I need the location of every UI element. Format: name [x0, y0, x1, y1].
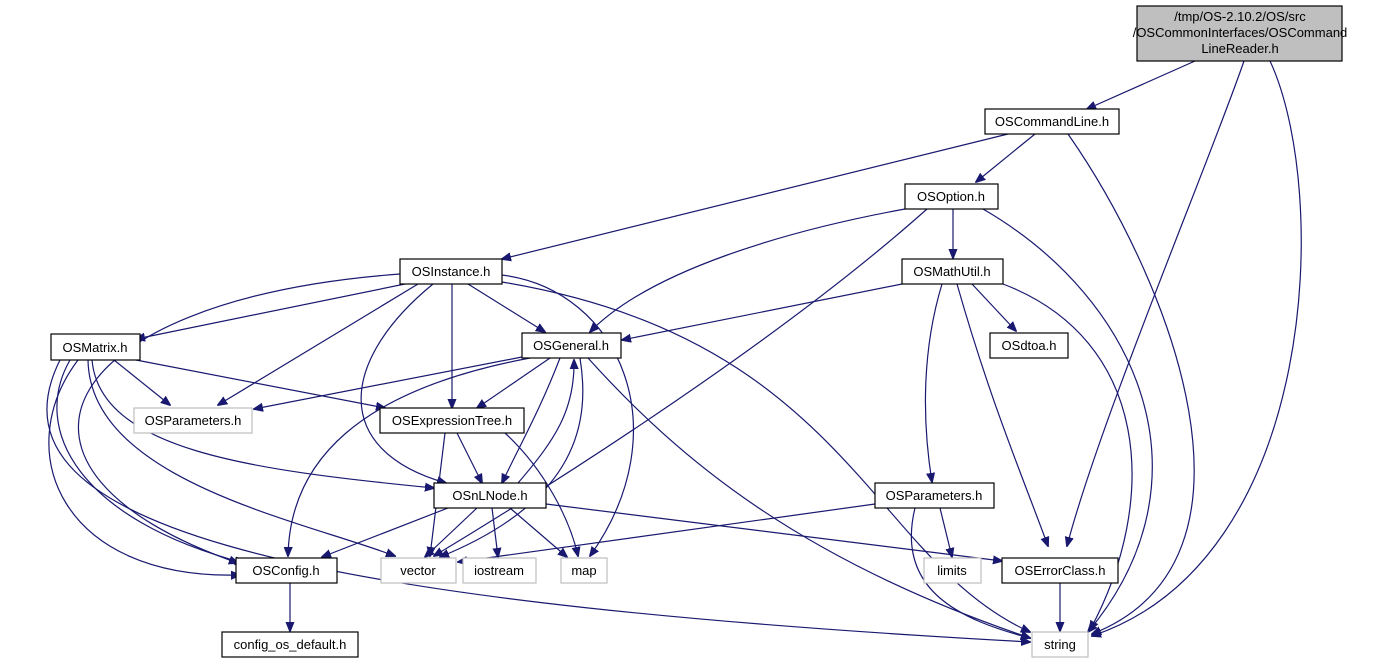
- edge-osnlnode-oserrorclass: [545, 503, 1002, 561]
- edge-osgeneral-osexpressiontree: [477, 357, 551, 408]
- nodes: /tmp/OS-2.10.2/OS/src /OSCommonInterface…: [50, 5, 1348, 658]
- node-string-label: string: [1044, 637, 1076, 652]
- node-map-label: map: [571, 563, 596, 578]
- edge-osoption-vector: [434, 208, 928, 556]
- edge-osmatrix-osexpressiontree: [135, 359, 385, 408]
- node-oserrorclass-label: OSErrorClass.h: [1014, 563, 1105, 578]
- edge-osexpressiontree-map: [504, 432, 578, 556]
- edge-osparameters-vector: [458, 503, 876, 562]
- node-vector[interactable]: vector: [380, 557, 457, 584]
- edge-osinstance-osgeneral: [467, 283, 545, 332]
- edge-osmatrix-vector: [87, 359, 395, 556]
- edge-osmatrix-osnlnode: [91, 359, 434, 488]
- edge-osmathutil-osgeneral: [622, 283, 903, 340]
- node-osconfig-label: OSConfig.h: [252, 563, 319, 578]
- edge-osexpressiontree-osnlnode: [456, 432, 482, 483]
- node-osgeneral[interactable]: OSGeneral.h: [521, 332, 622, 359]
- node-osparameters-label: OSParameters.h: [886, 488, 983, 503]
- edge-osnlnode-osconfig: [322, 507, 449, 557]
- node-osinstance[interactable]: OSInstance.h: [399, 258, 503, 285]
- edge-root-string: [1092, 60, 1302, 636]
- node-osdtoa-label: OSdtoa.h: [1002, 338, 1057, 353]
- edge-osparameters-limits: [939, 507, 952, 557]
- node-osnlnode-label: OSnLNode.h: [452, 488, 527, 503]
- edge-oscommandline-osoption: [976, 133, 1036, 182]
- node-osmatrix-label: OSMatrix.h: [62, 340, 127, 355]
- node-osdtoa[interactable]: OSdtoa.h: [989, 332, 1069, 359]
- edges: [46, 60, 1302, 642]
- edge-osinstance-osnlnode: [360, 283, 446, 483]
- edge-osgeneral-string: [587, 357, 1030, 638]
- edge-osmathutil-osdtoa: [971, 283, 1016, 331]
- node-iostream[interactable]: iostream: [462, 557, 537, 584]
- node-map[interactable]: map: [560, 557, 608, 584]
- node-osparameters-sys[interactable]: OSParameters.h: [133, 407, 253, 434]
- node-config-os-default[interactable]: config_os_default.h: [221, 631, 359, 658]
- node-iostream-label: iostream: [474, 563, 524, 578]
- edge-osgeneral-vector: [440, 357, 584, 557]
- edge-osgeneral-osconfig: [288, 357, 531, 556]
- node-root-line-3: LineReader.h: [1201, 41, 1278, 56]
- edge-osmatrix-string: [46, 359, 1030, 642]
- edge-root-oserrorclass: [1067, 60, 1245, 546]
- edge-oscommandline-osinstance: [502, 133, 1009, 259]
- edge-osinstance-osconfig: [77, 273, 401, 563]
- edge-osoption-osgeneral: [590, 208, 906, 332]
- node-osparameters[interactable]: OSParameters.h: [874, 482, 995, 509]
- node-limits[interactable]: limits: [923, 557, 982, 584]
- edge-root-oscommandline: [1087, 60, 1196, 109]
- edge-osoption-string: [982, 208, 1153, 632]
- node-root[interactable]: /tmp/OS-2.10.2/OS/src /OSCommonInterface…: [1133, 5, 1348, 62]
- node-oscommandline[interactable]: OSCommandLine.h: [984, 108, 1120, 135]
- edge-osmathutil-osparameters: [924, 283, 943, 482]
- node-root-line-2: /OSCommonInterfaces/OSCommand: [1133, 25, 1348, 40]
- edge-osgeneral-osparameters-sys: [254, 356, 523, 409]
- edge-osinstance-osparameters-sys: [218, 283, 419, 405]
- node-osconfig[interactable]: OSConfig.h: [235, 557, 338, 584]
- node-osinstance-label: OSInstance.h: [412, 264, 491, 279]
- node-osmatrix[interactable]: OSMatrix.h: [50, 333, 141, 361]
- node-osoption-label: OSOption.h: [917, 189, 985, 204]
- node-osexpressiontree-label: OSExpressionTree.h: [392, 413, 512, 428]
- edge-osmathutil-oserrorclass: [956, 283, 1048, 546]
- node-root-line-1: /tmp/OS-2.10.2/OS/src: [1174, 9, 1306, 24]
- node-osparameters-sys-label: OSParameters.h: [145, 413, 242, 428]
- node-oserrorclass[interactable]: OSErrorClass.h: [1001, 557, 1119, 584]
- edge-oscommandline-string: [1067, 133, 1195, 634]
- node-limits-label: limits: [937, 563, 967, 578]
- edge-osmatrix-osconfig: [56, 359, 244, 563]
- node-osoption[interactable]: OSOption.h: [904, 183, 999, 210]
- edge-osnlnode-iostream: [491, 507, 498, 557]
- edge-osgeneral-osnlnode: [502, 357, 561, 483]
- edge-osmatrix-osconfig-2: [48, 359, 240, 575]
- edge-osmatrix-osparameters-sys: [113, 359, 170, 405]
- node-string[interactable]: string: [1031, 631, 1089, 658]
- node-osmathutil-label: OSMathUtil.h: [913, 264, 990, 279]
- node-osexpressiontree[interactable]: OSExpressionTree.h: [379, 407, 525, 434]
- edge-osnlnode-map: [509, 507, 567, 557]
- node-osnlnode[interactable]: OSnLNode.h: [433, 482, 547, 509]
- node-vector-label: vector: [400, 563, 436, 578]
- edge-osinstance-string: [501, 281, 1030, 632]
- edge-osinstance-osmatrix: [136, 283, 406, 339]
- edge-osinstance-map: [501, 274, 635, 556]
- node-osgeneral-label: OSGeneral.h: [533, 338, 609, 353]
- node-config-os-default-label: config_os_default.h: [234, 637, 347, 652]
- edge-osnlnode-vector: [425, 507, 478, 557]
- edge-osnlnode-osgeneral: [517, 360, 574, 484]
- node-osmathutil[interactable]: OSMathUtil.h: [901, 258, 1004, 285]
- node-oscommandline-label: OSCommandLine.h: [995, 114, 1109, 129]
- edge-osparameters-string: [910, 507, 1030, 638]
